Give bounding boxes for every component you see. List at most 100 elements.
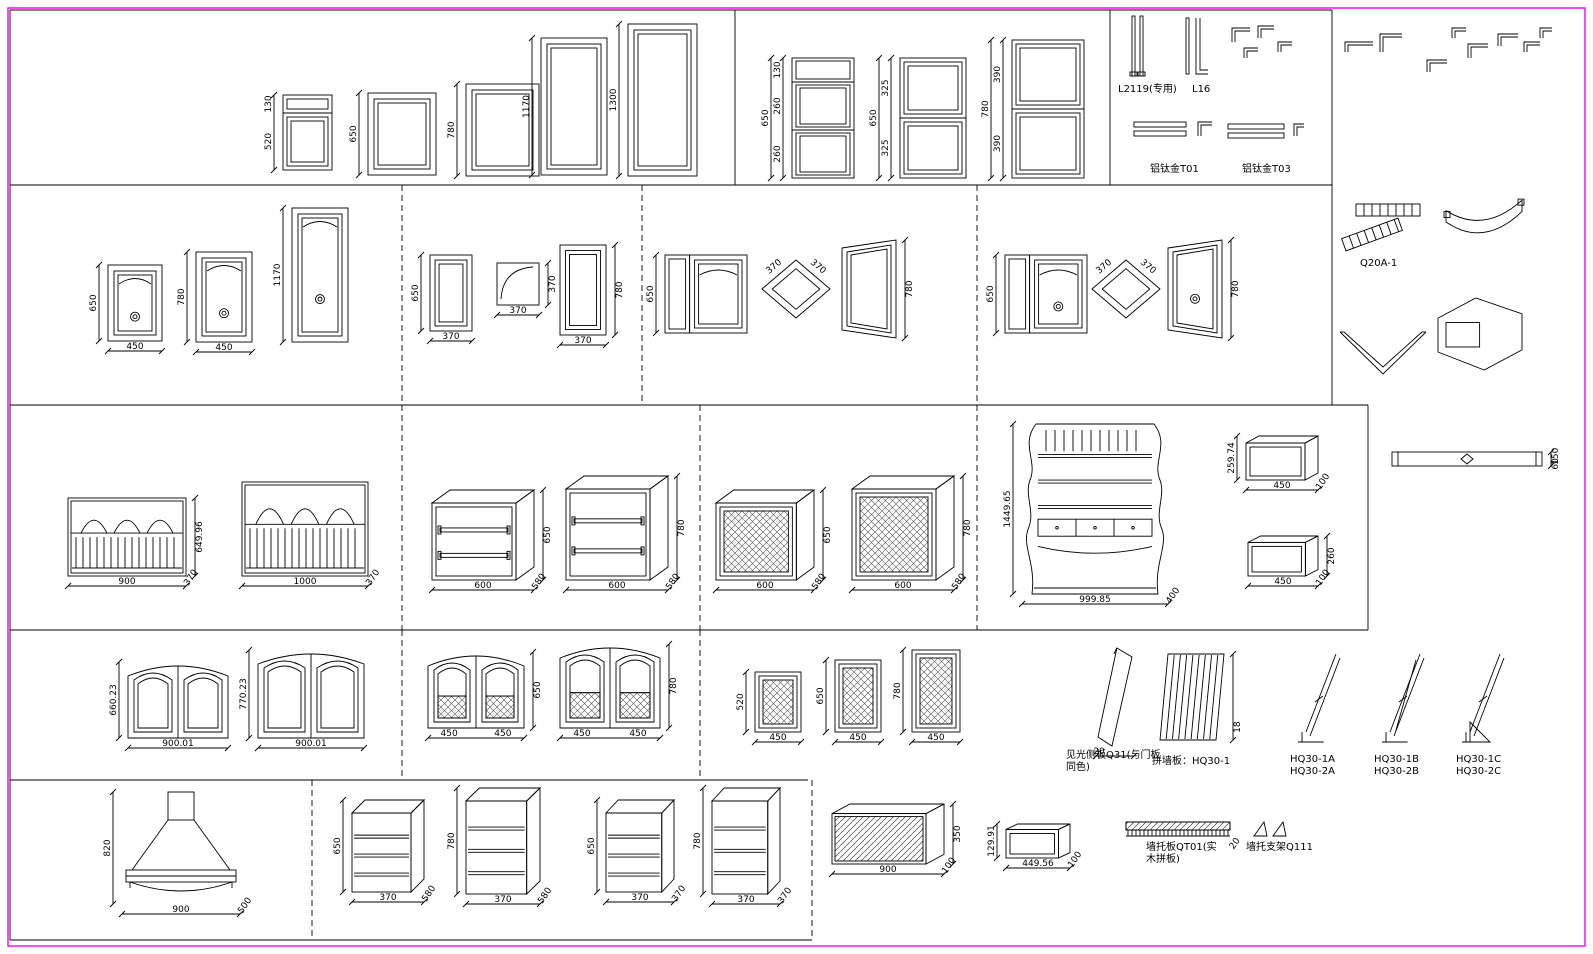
side-panel-Q31[interactable]: 20 xyxy=(1092,647,1138,760)
wall-door-650[interactable]: 650 xyxy=(349,89,437,179)
corner-shelf-piece[interactable] xyxy=(1339,331,1427,375)
corner-fitting-5[interactable] xyxy=(1197,121,1212,136)
dimension-label: 259.74 xyxy=(1227,442,1237,474)
support-bracket-Q111[interactable] xyxy=(1253,820,1287,837)
angled-door-emblem-780[interactable]: 780 xyxy=(1167,236,1241,342)
dimension-label: 325 xyxy=(881,79,891,96)
dimension-label: 650 xyxy=(823,526,833,543)
profile-L16[interactable] xyxy=(1185,17,1208,75)
curved-molding[interactable] xyxy=(1443,198,1525,234)
corner-fitting-1[interactable] xyxy=(1231,27,1250,42)
profile-L2119[interactable] xyxy=(1129,15,1146,77)
item-caption: 墙托板QT01(实 xyxy=(1146,840,1217,853)
hardware-fitting-8[interactable] xyxy=(1539,27,1552,38)
tall-door-1300[interactable]: 1300 xyxy=(609,20,698,180)
hardware-label: L16 xyxy=(1192,84,1210,95)
angled-door-780[interactable]: 780 xyxy=(841,236,915,342)
dimension-label: 580 xyxy=(950,572,968,592)
dimension-label: 650 xyxy=(646,285,656,302)
dimension-label: 130 xyxy=(264,95,274,112)
hardware-fitting-1[interactable] xyxy=(1344,41,1373,52)
corner-fitting-2[interactable] xyxy=(1257,25,1274,38)
bracket-HQ30-C[interactable] xyxy=(1462,653,1505,743)
wall-panel-HQ30-1[interactable]: 18 xyxy=(1159,650,1243,744)
dimension-label: 370 xyxy=(765,258,785,277)
panel-door-1170[interactable]: 1170 xyxy=(273,204,349,346)
corner-fitting-6[interactable] xyxy=(1293,123,1304,136)
hardware-fitting-4[interactable] xyxy=(1451,27,1466,38)
dimension-label: 370 xyxy=(776,886,794,906)
hardware-fitting-5[interactable] xyxy=(1467,43,1488,58)
hardware-fitting-2[interactable] xyxy=(1379,33,1402,52)
item-caption: HQ30-1A xyxy=(1290,754,1335,765)
dimension-label: 450 xyxy=(573,729,590,739)
strip-T03[interactable] xyxy=(1227,123,1285,139)
dimension-label: 780 xyxy=(669,677,679,694)
dimension-label: 650 xyxy=(816,687,826,704)
corner-cabinet-emblem-650[interactable]: 650 xyxy=(986,251,1088,337)
item-caption: HQ30-2C xyxy=(1456,766,1501,777)
dimension-label: 450 xyxy=(1273,481,1290,491)
molding-Q20A-1[interactable] xyxy=(1355,203,1421,217)
dimension-label: 650 xyxy=(349,125,359,142)
bracket-HQ30-B[interactable] xyxy=(1382,653,1425,743)
hardware-label: Q20A-1 xyxy=(1360,258,1397,269)
molding-angled[interactable] xyxy=(1341,217,1403,252)
dimension-label: 129.91 xyxy=(987,825,997,857)
dimension-label: 520 xyxy=(736,693,746,710)
dimension-label: 780 xyxy=(177,288,187,305)
bracket-HQ30-A[interactable] xyxy=(1298,653,1341,743)
hardware-fitting-3[interactable] xyxy=(1426,59,1447,72)
hardware-fitting-7[interactable] xyxy=(1523,41,1540,52)
wall-door-780[interactable]: 780 xyxy=(447,80,540,180)
corner-fitting-4[interactable] xyxy=(1243,47,1258,58)
dimension-label: 450 xyxy=(441,729,458,739)
corner-fitting-3[interactable] xyxy=(1277,41,1292,52)
hardware-fitting-6[interactable] xyxy=(1497,33,1518,46)
strip-T01[interactable] xyxy=(1133,121,1187,137)
corner-cabinet-650[interactable]: 650 xyxy=(646,251,748,337)
hardware-label: 铝钛金T03 xyxy=(1242,162,1291,175)
dimension-label: 260 xyxy=(773,97,783,114)
corner-box-piece[interactable] xyxy=(1437,297,1523,371)
dimension-label: 100 xyxy=(940,856,958,876)
tall-door-1170[interactable]: 1170 xyxy=(522,34,608,179)
